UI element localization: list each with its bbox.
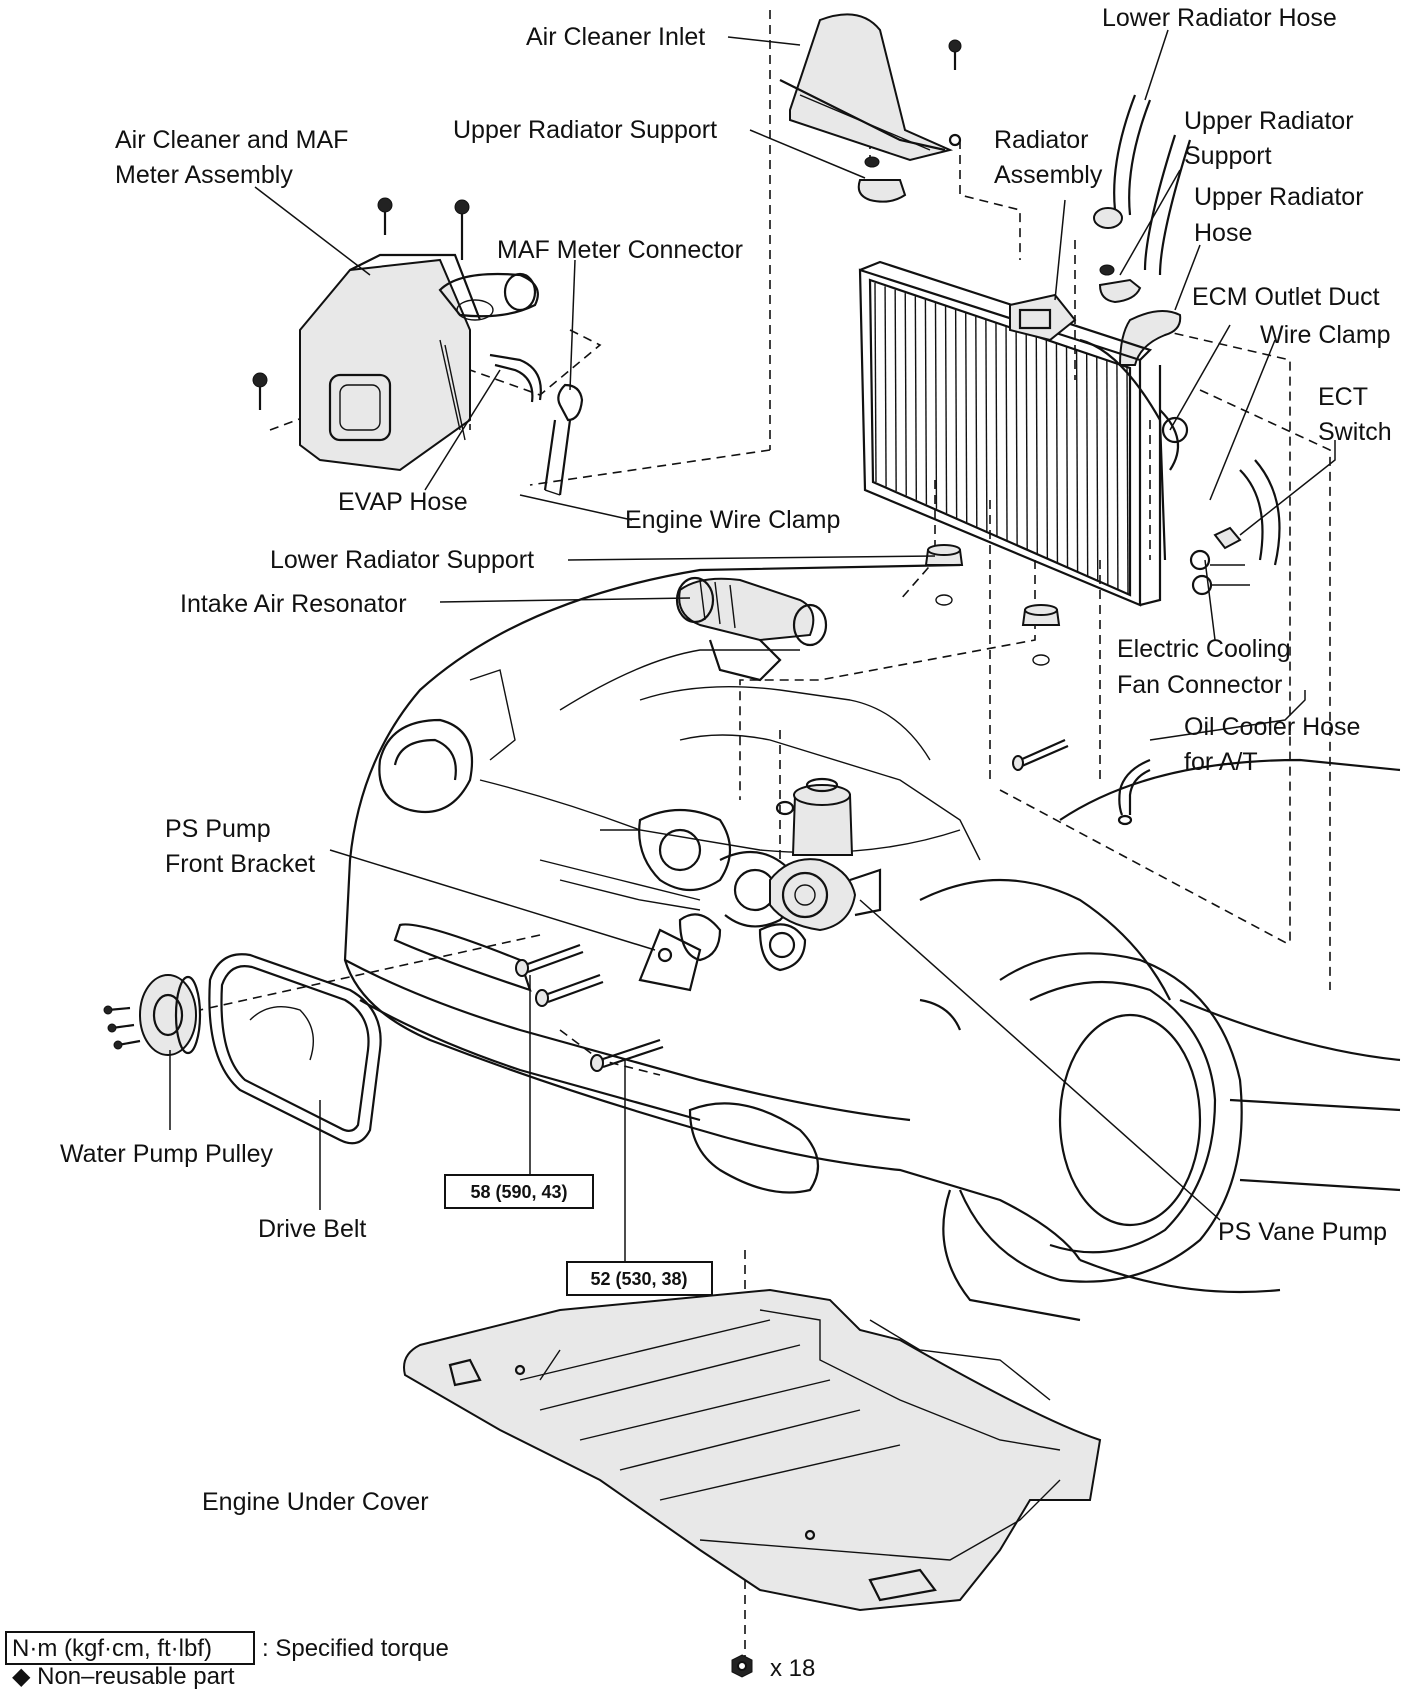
air-cleaner-maf-assembly-drawing bbox=[252, 197, 539, 472]
label-electric-cooling-fan-line1: Electric Cooling bbox=[1117, 635, 1291, 663]
maf-meter-connector-drawing bbox=[543, 383, 584, 496]
radiator-fin bbox=[1025, 333, 1028, 550]
radiator-fin bbox=[884, 286, 887, 487]
engine-under-cover-drawing bbox=[403, 1288, 1102, 1612]
radiator-fin bbox=[924, 299, 928, 505]
radiator-fin bbox=[914, 296, 918, 500]
torque-spec-pump-bolt: 52 (530, 38) bbox=[566, 1261, 713, 1296]
radiator-fin bbox=[1085, 353, 1089, 577]
drive-belt-drawing bbox=[208, 953, 382, 1145]
upper-radiator-support-drawing bbox=[857, 156, 1142, 304]
radiator-assembly-drawing bbox=[858, 260, 1189, 607]
radiator-fin bbox=[1126, 366, 1129, 595]
label-ps-pump-front-bracket-line2: Front Bracket bbox=[165, 850, 315, 878]
label-lower-radiator-hose: Lower Radiator Hose bbox=[1102, 4, 1337, 32]
label-water-pump-pulley: Water Pump Pulley bbox=[60, 1140, 274, 1168]
label-oil-cooler-hose-line2: for A/T bbox=[1184, 748, 1258, 776]
radiator-fin bbox=[1005, 326, 1008, 541]
radiator-fin bbox=[1045, 340, 1049, 559]
radiator-fin bbox=[894, 289, 897, 491]
radiator-fin bbox=[1106, 360, 1109, 586]
engine-components-drawing bbox=[559, 777, 882, 992]
legend: N·m (kgf·cm, ft·lbf) : Specified torque … bbox=[5, 1631, 449, 1690]
oil-cooler-hose-drawing bbox=[1117, 758, 1151, 826]
air-cleaner-inlet-drawing bbox=[779, 13, 962, 162]
clip-count-indicator: x 18 bbox=[731, 1654, 815, 1682]
evap-hose-drawing bbox=[489, 353, 542, 403]
torque-value-pump-bolt: 52 (530, 38) bbox=[590, 1269, 687, 1289]
label-air-cleaner-maf-line1: Air Cleaner and MAF bbox=[115, 126, 348, 154]
label-radiator-assembly-line1: Radiator bbox=[994, 126, 1089, 154]
ect-switch-drawing bbox=[1213, 459, 1281, 566]
radiator-fin bbox=[1096, 356, 1099, 581]
label-upper-radiator-hose-line2: Hose bbox=[1194, 219, 1252, 247]
label-ecm-outlet-duct: ECM Outlet Duct bbox=[1192, 283, 1380, 311]
label-upper-radiator-hose-line1: Upper Radiator bbox=[1194, 183, 1364, 211]
label-engine-under-cover: Engine Under Cover bbox=[202, 1488, 429, 1516]
legend-non-reusable: ◆ Non–reusable part bbox=[12, 1663, 235, 1690]
torque-value-bracket-bolts: 58 (590, 43) bbox=[470, 1182, 567, 1202]
label-ect-switch-line1: ECT bbox=[1318, 383, 1368, 411]
radiator-fin bbox=[874, 282, 877, 483]
label-ect-switch-line2: Switch bbox=[1318, 418, 1392, 446]
electric-cooling-fan-connector-drawing bbox=[1189, 549, 1250, 596]
label-radiator-assembly-line2: Assembly bbox=[994, 161, 1103, 189]
label-electric-cooling-fan-line2: Fan Connector bbox=[1117, 671, 1282, 699]
radiator-fin bbox=[985, 319, 988, 532]
label-upper-radiator-support-top: Upper Radiator Support bbox=[453, 116, 717, 144]
vehicle-body-outline bbox=[343, 563, 1401, 1322]
radiator-fin bbox=[1075, 350, 1079, 572]
label-air-cleaner-maf-line2: Meter Assembly bbox=[115, 161, 293, 189]
torque-spec-bracket-bolts: 58 (590, 43) bbox=[444, 1174, 594, 1209]
radiator-fin bbox=[1055, 343, 1059, 563]
lower-radiator-support-drawing bbox=[924, 544, 1061, 666]
label-air-cleaner-inlet: Air Cleaner Inlet bbox=[526, 23, 705, 51]
radiator-fin bbox=[975, 316, 978, 527]
radiator-fin bbox=[904, 293, 907, 496]
radiator-fin bbox=[1035, 336, 1038, 554]
radiator-fin bbox=[1015, 330, 1018, 545]
radiator-fin bbox=[1065, 346, 1069, 568]
legend-torque-unit: N·m (kgf·cm, ft·lbf) bbox=[12, 1635, 212, 1662]
part-labels: Air Cleaner Inlet Lower Radiator Hose Ai… bbox=[60, 4, 1392, 1516]
label-upper-radiator-support-right-line2: Support bbox=[1184, 142, 1272, 170]
legend-torque-meaning: : Specified torque bbox=[262, 1635, 449, 1662]
intake-air-resonator-drawing bbox=[675, 576, 828, 682]
label-drive-belt: Drive Belt bbox=[258, 1215, 366, 1243]
label-oil-cooler-hose-line1: Oil Cooler Hose bbox=[1184, 713, 1360, 741]
label-engine-wire-clamp: Engine Wire Clamp bbox=[625, 506, 840, 534]
radiator-fin bbox=[934, 303, 938, 509]
radiator-fin bbox=[954, 309, 958, 518]
mounting-bolts-drawing bbox=[515, 738, 1069, 1072]
radiator-fin bbox=[965, 313, 968, 523]
clip-count-text: x 18 bbox=[770, 1655, 815, 1682]
label-ps-pump-front-bracket-line1: PS Pump bbox=[165, 815, 271, 843]
label-upper-radiator-support-right-line1: Upper Radiator bbox=[1184, 107, 1354, 135]
label-maf-meter-connector: MAF Meter Connector bbox=[497, 236, 743, 264]
leader-lines bbox=[169, 29, 1336, 1265]
label-lower-radiator-support: Lower Radiator Support bbox=[270, 546, 534, 574]
water-pump-pulley-drawing bbox=[103, 974, 202, 1056]
label-evap-hose: EVAP Hose bbox=[338, 488, 468, 516]
radiator-fin bbox=[944, 306, 948, 514]
label-wire-clamp: Wire Clamp bbox=[1260, 321, 1391, 349]
radiator-hoses-drawing bbox=[1093, 94, 1192, 366]
label-intake-air-resonator: Intake Air Resonator bbox=[180, 590, 407, 618]
radiator-fin bbox=[995, 323, 998, 536]
radiator-fin bbox=[1116, 363, 1119, 590]
label-ps-vane-pump: PS Vane Pump bbox=[1218, 1218, 1387, 1246]
